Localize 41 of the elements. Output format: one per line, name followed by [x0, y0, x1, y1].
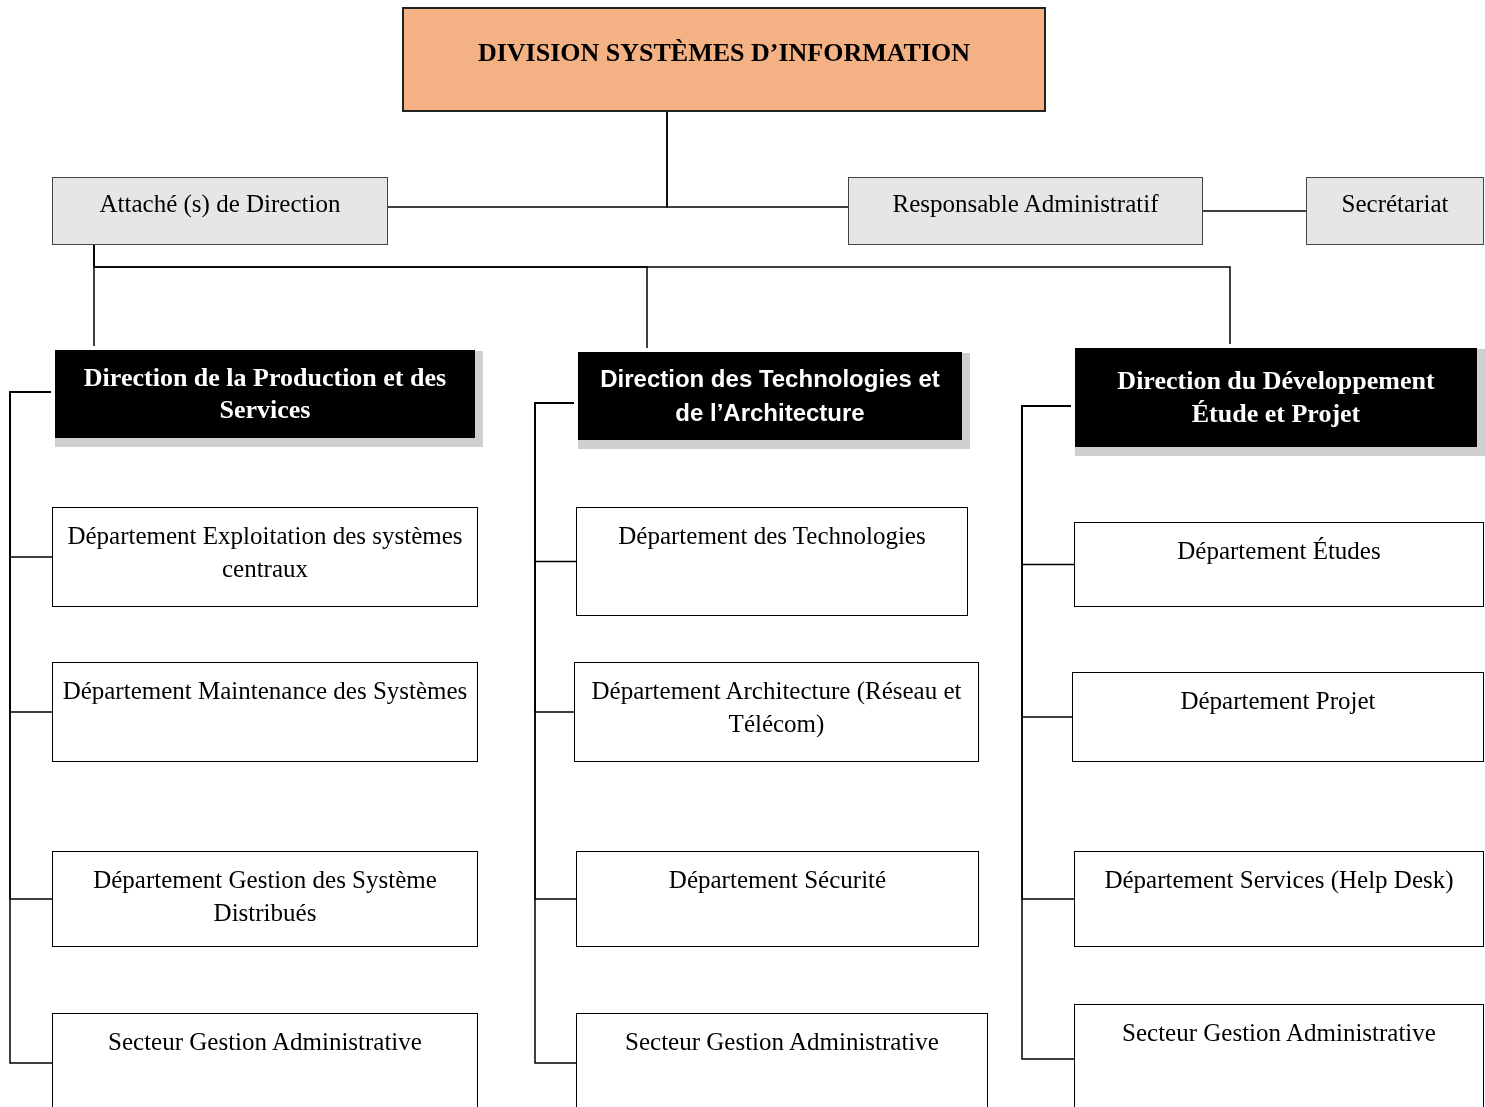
department-box — [1074, 851, 1484, 947]
connector-line — [9, 391, 53, 1064]
department-box — [576, 507, 968, 616]
staff-box — [1306, 177, 1484, 245]
department-box — [1072, 672, 1484, 762]
box-label: Département des Technologies — [618, 521, 926, 551]
box-label: Secteur Gestion Administrative — [625, 1027, 939, 1057]
box-label: Département Architecture (Réseau et Télécom) — [590, 676, 963, 739]
box-label: Département Projet — [1180, 686, 1376, 716]
department-box — [52, 507, 478, 607]
connector-line — [534, 402, 577, 1064]
box-label: Direction des Technologies et de l’Architecture — [599, 364, 941, 428]
box-label: Attaché (s) de Direction — [99, 190, 341, 218]
box-label: Département Exploitation des systèmes centraux — [66, 521, 464, 584]
connector-line — [1202, 210, 1307, 212]
department-box — [52, 662, 478, 762]
department-box — [576, 851, 979, 947]
connector-line — [666, 111, 849, 208]
connector-line — [1021, 405, 1075, 1060]
staff-box — [848, 177, 1203, 245]
department-box — [1074, 522, 1484, 607]
box-label: Secrétariat — [1341, 190, 1449, 218]
department-box — [52, 851, 478, 947]
department-box — [52, 1013, 478, 1107]
box-label: Secteur Gestion Administrative — [108, 1027, 422, 1057]
box-label: Département Services (Help Desk) — [1104, 865, 1454, 896]
box-label: Département Maintenance des Systèmes — [62, 676, 468, 706]
title-box — [402, 7, 1046, 112]
connector-line — [93, 244, 1231, 345]
box-label: Département Sécurité — [668, 865, 887, 895]
box-label: Département Études — [1177, 536, 1381, 566]
box-label: Secteur Gestion Administrative — [1122, 1018, 1436, 1048]
box-label: DIVISION SYSTÈMES D’INFORMATION — [477, 37, 971, 68]
box-label: Responsable Administratif — [892, 190, 1159, 218]
department-box — [574, 662, 979, 762]
department-box — [576, 1013, 988, 1107]
staff-box — [52, 177, 388, 245]
box-label: Direction de la Production et des Services — [82, 361, 448, 426]
box-label: Département Gestion des Système Distribués — [92, 865, 438, 928]
department-box — [1074, 1004, 1484, 1107]
box-label: Direction du Développement Étude et Projet — [1116, 365, 1436, 430]
